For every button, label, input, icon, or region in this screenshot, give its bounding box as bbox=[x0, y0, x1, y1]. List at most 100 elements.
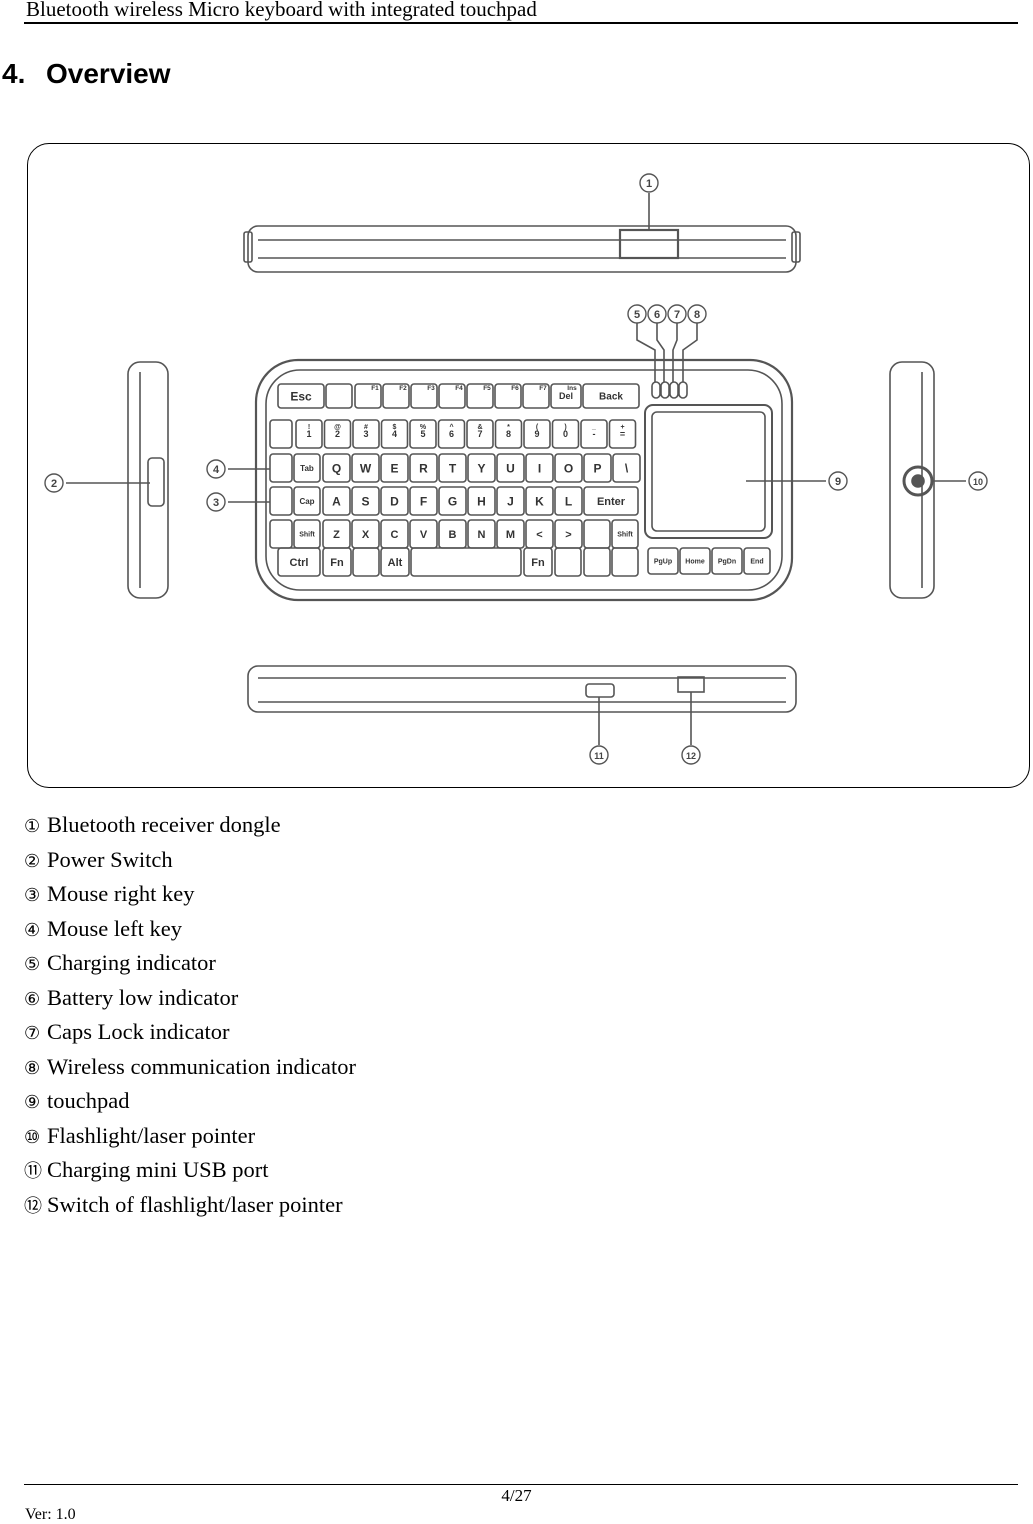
key-label: 5 bbox=[420, 429, 425, 439]
fkey-label: F5 bbox=[483, 385, 491, 392]
key bbox=[382, 383, 410, 409]
callout-number: 2 bbox=[51, 478, 57, 490]
callout-number: 6 bbox=[654, 309, 660, 321]
legend-marker: ⑤ bbox=[24, 954, 41, 975]
key-label: 6 bbox=[449, 429, 454, 439]
key bbox=[647, 547, 679, 575]
key bbox=[496, 486, 525, 516]
legend-item: ⑥ Battery low indicator bbox=[24, 982, 356, 1017]
key bbox=[679, 547, 711, 575]
legend-text: Mouse right key bbox=[47, 881, 195, 906]
callout-number: 9 bbox=[835, 476, 841, 488]
legend-marker: ⑦ bbox=[24, 1023, 41, 1044]
key bbox=[522, 383, 550, 409]
key bbox=[410, 547, 522, 577]
keyboard-left-side-view bbox=[66, 361, 169, 599]
key bbox=[612, 453, 641, 483]
legend-text: Switch of flashlight/laser pointer bbox=[47, 1191, 343, 1217]
key bbox=[583, 486, 639, 516]
key bbox=[409, 453, 438, 483]
key-label: V bbox=[420, 529, 428, 541]
callout-circle bbox=[589, 745, 609, 765]
callout-number: 3 bbox=[213, 497, 219, 509]
key-label: - bbox=[593, 429, 596, 439]
key-label: = bbox=[620, 429, 625, 439]
legend-text: Charging mini USB port bbox=[47, 1157, 269, 1182]
fkey-label: F2 bbox=[399, 385, 407, 392]
section-title: Overview bbox=[46, 58, 171, 89]
key bbox=[277, 383, 325, 409]
callout-1: 1 bbox=[639, 173, 659, 193]
key bbox=[322, 453, 351, 483]
legend-marker: ② bbox=[24, 850, 41, 872]
keyboard-top-edge-view bbox=[243, 193, 801, 273]
callout-9: 9 bbox=[828, 471, 848, 491]
key-shift-label: ) bbox=[564, 424, 566, 431]
callout-number: 12 bbox=[686, 751, 696, 761]
key-shift-label: @ bbox=[334, 424, 341, 431]
key bbox=[551, 419, 580, 449]
key-label: Q bbox=[332, 461, 341, 475]
key-label: Esc bbox=[290, 389, 312, 403]
legend-marker: ⑧ bbox=[24, 1057, 41, 1079]
legend-marker: ① bbox=[24, 816, 41, 837]
key bbox=[467, 453, 496, 483]
page-number: 4/27 bbox=[501, 1486, 532, 1505]
key-label: U bbox=[506, 461, 515, 475]
key bbox=[467, 486, 496, 516]
callout-10: 10 bbox=[968, 471, 988, 491]
fkey-label: F1 bbox=[371, 385, 379, 392]
key-shift-label: & bbox=[477, 424, 482, 431]
fkey-label: F7 bbox=[539, 385, 547, 392]
key bbox=[293, 453, 321, 483]
legend-item: ② Power Switch bbox=[24, 844, 356, 879]
key-label: Back bbox=[599, 392, 623, 403]
callout-7: 7 bbox=[667, 304, 687, 324]
legend-text: Power Switch bbox=[47, 846, 173, 872]
callout-2: 2 bbox=[44, 473, 64, 493]
callout-number: 10 bbox=[973, 477, 983, 487]
key bbox=[322, 547, 352, 577]
key bbox=[438, 486, 467, 516]
key bbox=[269, 519, 293, 549]
key-label: Shift bbox=[299, 532, 315, 539]
key bbox=[323, 419, 352, 449]
key-label: > bbox=[565, 529, 571, 541]
key bbox=[352, 419, 380, 449]
callout-circle bbox=[44, 473, 64, 493]
legend-text: touchpad bbox=[47, 1088, 130, 1113]
key bbox=[410, 383, 438, 409]
key-label: L bbox=[565, 494, 572, 508]
key-label: End bbox=[750, 559, 763, 566]
key-label: Z bbox=[333, 529, 340, 541]
key bbox=[380, 486, 409, 516]
callout-number: 1 bbox=[646, 178, 652, 190]
page-header: Bluetooth wireless Micro keyboard with i… bbox=[24, 0, 1018, 24]
legend-marker: ⑥ bbox=[24, 988, 41, 1010]
key bbox=[608, 419, 637, 449]
key bbox=[438, 383, 466, 409]
footer-rule bbox=[24, 1484, 1018, 1485]
key-shift-label: $ bbox=[393, 424, 397, 431]
callout-circle bbox=[687, 304, 707, 324]
key bbox=[380, 419, 409, 449]
callout-number: 7 bbox=[674, 309, 680, 321]
overview-figure-frame bbox=[27, 143, 1030, 788]
key-label: 3 bbox=[363, 429, 368, 439]
key bbox=[351, 486, 380, 516]
legend-text: Mouse left key bbox=[47, 915, 182, 941]
key-label: X bbox=[362, 529, 370, 541]
key-label: 7 bbox=[477, 429, 482, 439]
key-label: K bbox=[535, 494, 544, 508]
legend-text: Battery low indicator bbox=[47, 984, 239, 1010]
key bbox=[269, 453, 293, 483]
legend-marker: ⑪ bbox=[24, 1161, 42, 1182]
key-label: 8 bbox=[506, 429, 511, 439]
key-shift-label: ( bbox=[536, 424, 539, 431]
